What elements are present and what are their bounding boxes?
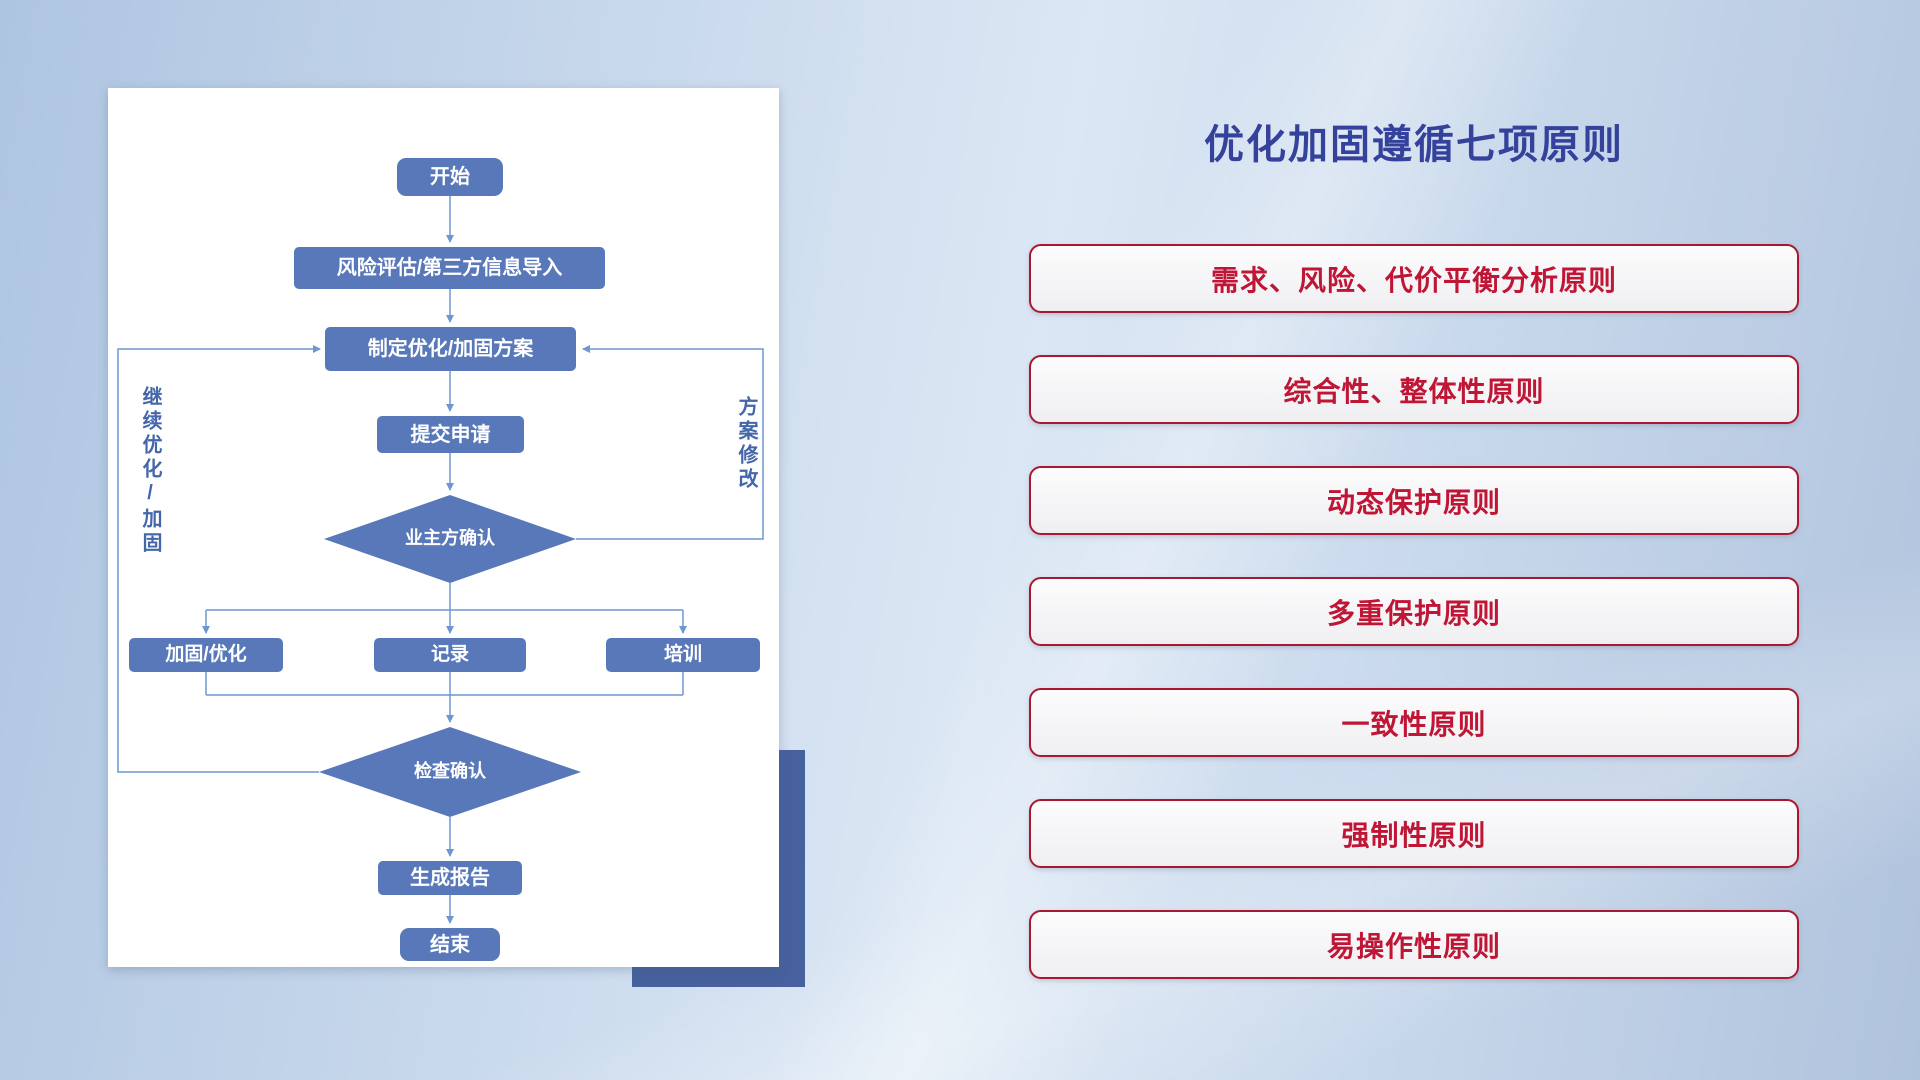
flow-node-record: 记录 <box>374 638 526 672</box>
flowchart-connectors <box>117 196 764 924</box>
flow-node-check-confirm: 检查确认 <box>319 727 581 817</box>
principle-item-7: 易操作性原则 <box>1029 910 1799 979</box>
flow-node-submit-request: 提交申请 <box>377 416 524 453</box>
principle-item-3: 动态保护原则 <box>1029 466 1799 535</box>
principle-item-2: 综合性、整体性原则 <box>1029 355 1799 424</box>
edge-label-plan-modify: 方案修改 <box>735 396 757 492</box>
principles-list: 需求、风险、代价平衡分析原则 综合性、整体性原则 动态保护原则 多重保护原则 一… <box>1029 244 1799 1021</box>
flowchart-card: 开始 风险评估/第三方信息导入 制定优化/加固方案 提交申请 业主方确认 加固/… <box>108 88 779 967</box>
principle-item-4: 多重保护原则 <box>1029 577 1799 646</box>
flow-node-start: 开始 <box>397 158 503 196</box>
page-title: 优化加固遵循七项原则 <box>1204 123 1624 167</box>
principle-item-6: 强制性原则 <box>1029 799 1799 868</box>
flow-node-end: 结束 <box>400 928 500 961</box>
flow-node-owner-confirm: 业主方确认 <box>324 495 576 583</box>
principle-item-5: 一致性原则 <box>1029 688 1799 757</box>
flow-node-training: 培训 <box>606 638 760 672</box>
flow-node-harden-optimize: 加固/优化 <box>129 638 283 672</box>
edge-label-continue-optimize: 继续优化/加固 <box>139 386 161 556</box>
flow-node-generate-report: 生成报告 <box>378 861 522 895</box>
flow-node-make-plan: 制定优化/加固方案 <box>325 327 576 371</box>
flow-node-risk-assessment: 风险评估/第三方信息导入 <box>294 247 605 289</box>
principle-item-1: 需求、风险、代价平衡分析原则 <box>1029 244 1799 313</box>
